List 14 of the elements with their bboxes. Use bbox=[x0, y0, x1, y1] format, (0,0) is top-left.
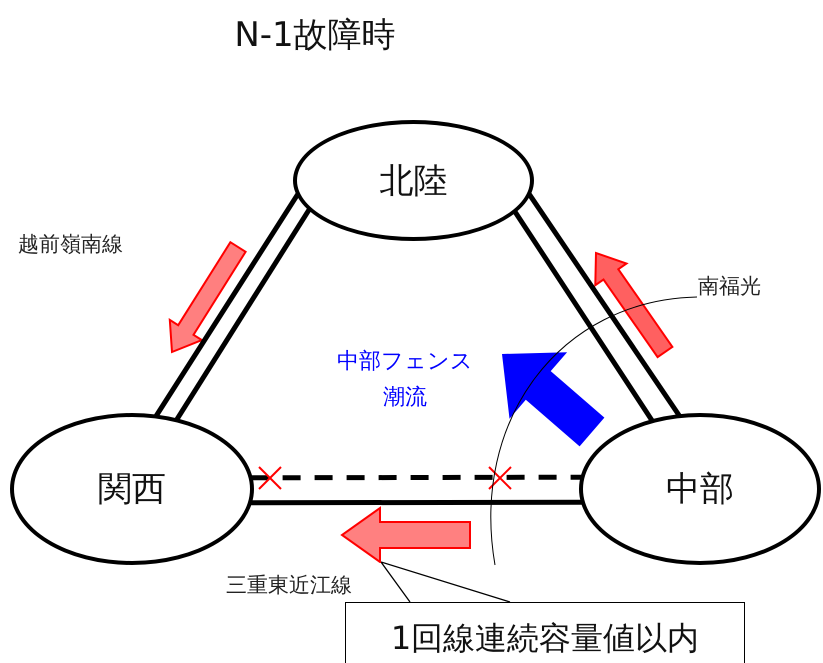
area-name: 関西 bbox=[98, 468, 166, 511]
leader-line bbox=[380, 561, 511, 603]
line-name: 南福光 bbox=[698, 273, 761, 300]
line-name: 三重東近江線 bbox=[226, 572, 352, 599]
flow-arrow bbox=[340, 505, 472, 563]
area-name: 北陸 bbox=[380, 160, 448, 202]
line-name: 越前嶺南線 bbox=[18, 231, 123, 258]
transmission-line bbox=[174, 207, 312, 422]
transmission-line bbox=[250, 474, 582, 480]
callout-box: 1回線連続容量値以内 bbox=[345, 602, 745, 663]
flow-label: 中部フェンス潮流 bbox=[336, 348, 474, 412]
transmission-line bbox=[512, 210, 655, 423]
area-name: 中部 bbox=[666, 468, 734, 511]
diagram-title: N-1故障時 bbox=[233, 14, 397, 57]
